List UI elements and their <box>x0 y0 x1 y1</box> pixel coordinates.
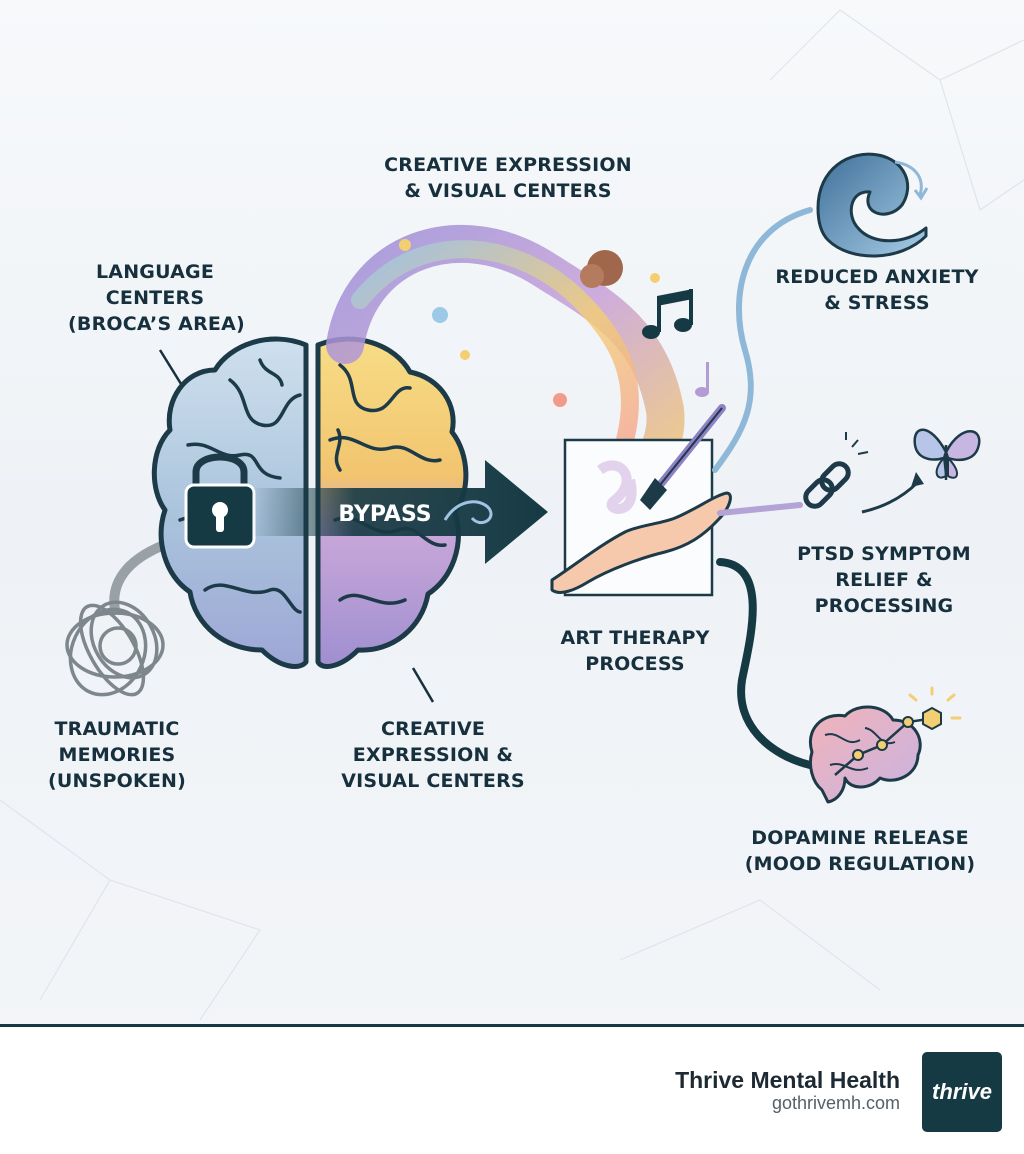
label-line: (BROCA’S AREA) <box>68 313 245 335</box>
broken-chain-butterfly-icon <box>803 428 981 514</box>
dopamine-connector <box>716 558 814 769</box>
brand-url[interactable]: gothrivemh.com <box>771 1093 900 1113</box>
logo-text: thrive <box>932 1079 992 1104</box>
hand-icon <box>550 491 732 594</box>
traumatic-memories-label: TRAUMATIC MEMORIES (UNSPOKEN) <box>36 716 198 794</box>
label-line: PROCESSING <box>814 595 954 617</box>
label-line: TRAUMATIC <box>54 718 180 740</box>
dopamine-release-label: DOPAMINE RELEASE (MOOD REGULATION) <box>734 825 986 877</box>
tangled-memories-icon <box>65 600 165 697</box>
music-note-icon <box>642 289 693 339</box>
diagram-artwork: BYPASS <box>0 9 1024 1021</box>
label-line: DOPAMINE RELEASE <box>751 827 969 849</box>
label-line: REDUCED ANXIETY <box>775 266 979 288</box>
bypass-text: BYPASS <box>338 502 431 527</box>
label-line: EXPRESSION & <box>352 744 514 766</box>
language-centers-label: LANGUAGE CENTERS (BROCA’S AREA) <box>68 259 245 337</box>
padlock-icon <box>184 453 256 549</box>
ptsd-relief-label: PTSD SYMPTOM RELIEF & PROCESSING <box>790 541 978 619</box>
paintbrush-icon <box>640 404 726 510</box>
label-line: LANGUAGE <box>95 261 215 283</box>
creative-expression-top-label: CREATIVE EXPRESSION & VISUAL CENTERS <box>372 152 644 204</box>
footer: Thrive Mental Health gothrivemh.com thri… <box>0 1024 1024 1154</box>
label-line: (MOOD REGULATION) <box>744 853 976 875</box>
creative-expression-bottom-label: CREATIVE EXPRESSION & VISUAL CENTERS <box>333 716 533 794</box>
anxiety-connector <box>712 207 813 473</box>
label-line: RELIEF & <box>835 569 933 591</box>
label-line: CREATIVE <box>380 718 486 740</box>
brand-name: Thrive Mental Health <box>675 1067 900 1093</box>
label-line: VISUAL CENTERS <box>341 770 525 792</box>
background-lines <box>0 9 1024 1021</box>
reduced-anxiety-label: REDUCED ANXIETY & STRESS <box>762 264 992 316</box>
label-line: CREATIVE EXPRESSION <box>384 154 632 176</box>
wave-icon <box>816 152 929 258</box>
label-line: ART THERAPY <box>560 627 710 649</box>
label-line: CENTERS <box>105 287 205 309</box>
small-music-note-icon <box>695 362 709 397</box>
thrive-logo[interactable]: thrive <box>922 1052 1002 1132</box>
art-therapy-process-label: ART THERAPY PROCESS <box>548 625 722 677</box>
label-line: MEMORIES <box>58 744 176 766</box>
bypass-swirl <box>443 500 493 524</box>
label-line: PTSD SYMPTOM <box>797 543 971 565</box>
label-line: & STRESS <box>824 292 930 314</box>
bypass-arrow <box>250 460 548 564</box>
creative-pointer <box>411 667 435 703</box>
label-line: (UNSPOKEN) <box>47 770 187 792</box>
butterfly-icon <box>913 428 981 480</box>
label-line: & VISUAL CENTERS <box>404 180 612 202</box>
ptsd-connector <box>717 502 803 516</box>
label-line: PROCESS <box>585 653 685 675</box>
brain-network-icon <box>808 686 962 804</box>
